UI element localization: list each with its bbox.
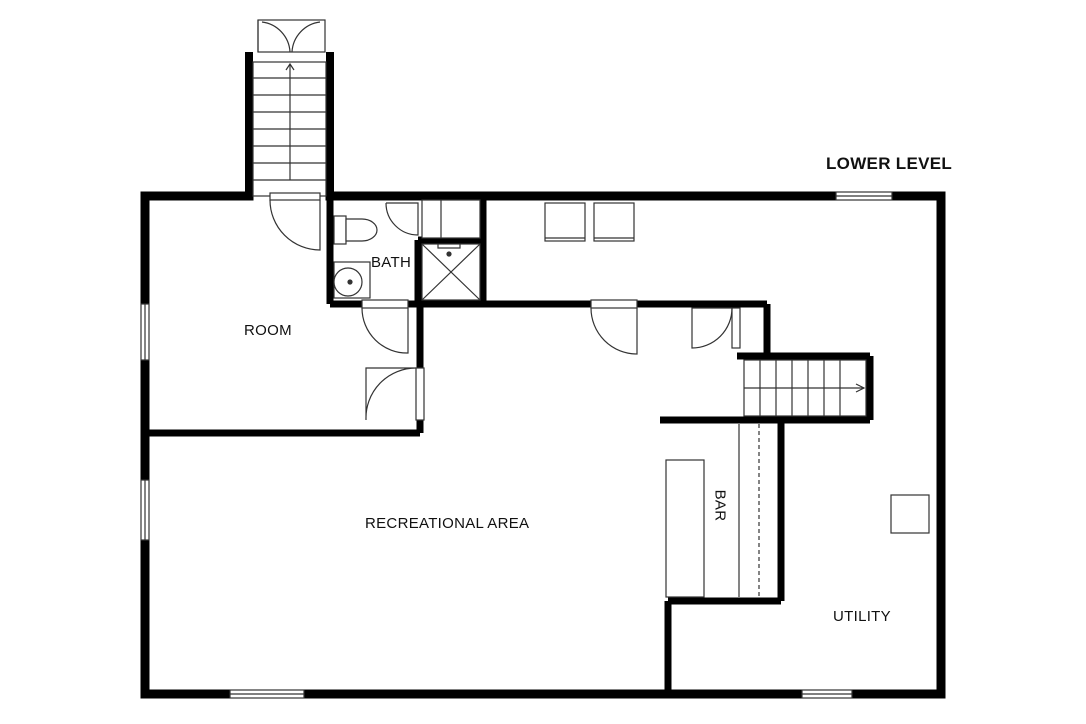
exterior-walls [140,191,946,699]
room-label-bar: BAR [711,489,729,522]
room-label-bath: BATH [371,254,412,271]
room-label-recreational: RECREATIONAL AREA [365,515,530,532]
doors [269,192,741,421]
utility-equipment [890,494,930,534]
room-label-utility: UTILITY [833,608,891,625]
laundry-units [544,202,635,242]
windows [140,191,893,699]
top-stairs [252,61,327,197]
bar-counter [665,424,760,598]
interior-walls [145,196,874,694]
room-label-room: ROOM [244,322,292,339]
bath-fixtures [333,199,481,301]
lower-stairs [743,359,867,417]
floor-title: LOWER LEVEL [826,154,953,173]
stairwell-walls [245,52,334,196]
entry-double-door [257,19,326,53]
